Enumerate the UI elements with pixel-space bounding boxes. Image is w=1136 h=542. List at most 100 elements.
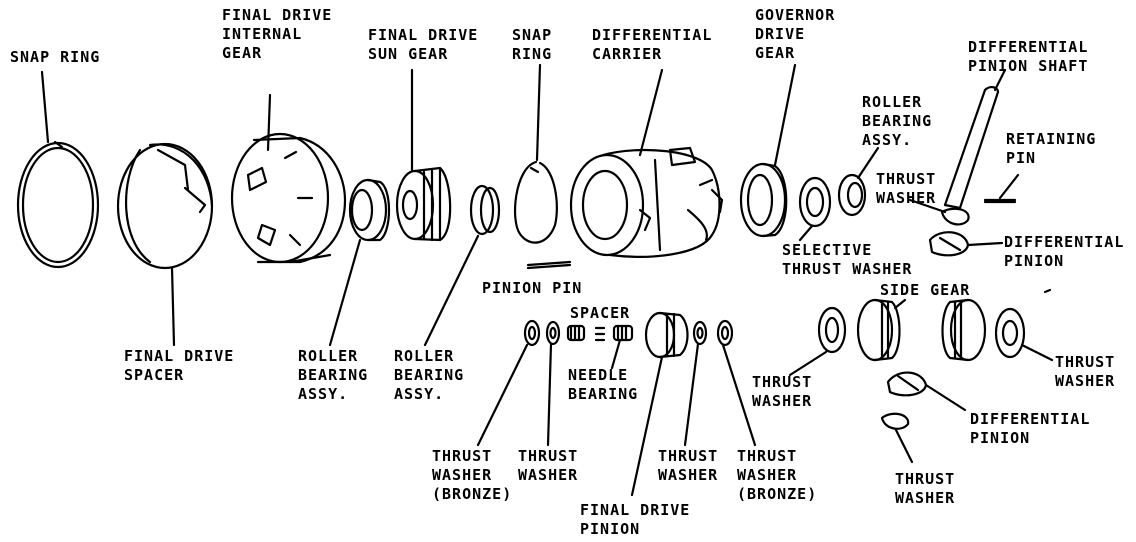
label-pinion-pin: PINION PIN	[482, 279, 582, 298]
thrust-washer-small-right-part	[685, 322, 706, 445]
label-final-drive-spacer-line-2: SPACER	[124, 366, 185, 384]
label-final-drive-sun-gear-line-1: FINAL DRIVE	[368, 26, 479, 44]
label-snap-ring-center-line-1: SNAP	[512, 26, 553, 44]
label-differential-pinion-upper-line-2: PINION	[1004, 252, 1065, 270]
final-drive-spacer-part	[118, 144, 212, 345]
label-roller-bearing-assy-2-line-1: ROLLER	[394, 347, 455, 365]
label-final-drive-internal-gear-line-3: GEAR	[222, 44, 263, 62]
final-drive-pinion-part	[632, 313, 688, 495]
label-roller-bearing-assy-2-line-3: ASSY.	[394, 385, 445, 403]
label-roller-bearing-assy-2-line-2: BEARING	[394, 366, 465, 384]
final-drive-internal-gear-part	[232, 95, 345, 262]
label-spacer: SPACER	[570, 304, 630, 323]
differential-pinion-upper-part	[930, 232, 1002, 255]
thrust-washer-upper-right-part	[910, 200, 969, 224]
label-thrust-washer-bronze-left-line-2: WASHER	[432, 466, 493, 484]
differential-carrier-part	[571, 70, 722, 257]
label-side-gear: SIDE GEAR	[880, 281, 970, 300]
label-retaining-pin-line-1: RETAINING	[1006, 130, 1097, 148]
roller-bearing-left-part	[330, 180, 389, 345]
final-drive-sun-gear-part	[397, 70, 450, 240]
label-final-drive-sun-gear-line-2: SUN GEAR	[368, 45, 449, 63]
selective-thrust-washer-part	[800, 178, 830, 240]
thrust-washer-bronze-left-part	[478, 321, 539, 445]
side-gear-right-part	[943, 300, 986, 360]
label-final-drive-pinion-line-2: PINION	[580, 520, 641, 538]
label-governor-drive-gear-line-1: GOVERNOR	[755, 6, 836, 24]
snap-ring-center-part	[515, 65, 557, 243]
label-differential-carrier-line-2: CARRIER	[592, 45, 663, 63]
label-retaining-pin-line-2: PIN	[1006, 149, 1037, 167]
needle-bearing-right-part	[612, 326, 632, 368]
label-roller-bearing-assy-right-line-3: ASSY.	[862, 131, 913, 149]
snap-ring-left-part	[18, 72, 98, 267]
governor-drive-gear-part	[741, 65, 795, 236]
label-thrust-washer-bronze-right-line-3: (BRONZE)	[737, 485, 818, 503]
label-roller-bearing-assy-1-line-1: ROLLER	[298, 347, 359, 365]
differential-pinion-shaft-part	[945, 70, 1005, 208]
label-thrust-washer-right-edge-line-2: WASHER	[1055, 372, 1116, 390]
label-thrust-washer-bronze-left-line-3: (BRONZE)	[432, 485, 513, 503]
roller-bearing-middle-part	[425, 186, 499, 345]
label-roller-bearing-assy-1-line-3: ASSY.	[298, 385, 349, 403]
needle-bearing-left-part	[568, 326, 584, 340]
label-snap-ring-left: SNAP RING	[10, 48, 100, 67]
label-roller-bearing-assy-right-line-2: BEARING	[862, 112, 933, 130]
label-selective-thrust-washer-line-1: SELECTIVE	[782, 241, 873, 259]
label-thrust-washer-bottom-right-line-1: THRUST	[895, 470, 956, 488]
label-thrust-washer-small-right-line-2: WASHER	[658, 466, 719, 484]
label-thrust-washer-upper-right-line-1: THRUST	[876, 170, 937, 188]
label-thrust-washer-small-left-line-2: WASHER	[518, 466, 579, 484]
label-roller-bearing-assy-1-line-2: BEARING	[298, 366, 369, 384]
label-final-drive-pinion-line-1: FINAL DRIVE	[580, 501, 691, 519]
thrust-washer-small-left-part	[547, 322, 559, 445]
label-thrust-washer-bronze-right-line-1: THRUST	[737, 447, 798, 465]
label-differential-pinion-lower-line-1: DIFFERENTIAL	[970, 410, 1091, 428]
side-gear-left-part	[858, 300, 905, 360]
label-spacer-line-1: SPACER	[570, 304, 631, 322]
label-thrust-washer-bronze-right-line-2: WASHER	[737, 466, 798, 484]
label-final-drive-spacer-line-1: FINAL DRIVE	[124, 347, 235, 365]
pinion-pin-part	[528, 262, 570, 268]
label-needle-bearing-line-2: BEARING	[568, 385, 639, 403]
retaining-pin-part	[985, 175, 1018, 202]
thrust-washer-side-gear-left-part	[790, 308, 845, 375]
differential-pinion-lower-part	[888, 373, 965, 410]
label-final-drive-internal-gear-line-1: FINAL DRIVE	[222, 6, 333, 24]
label-thrust-washer-small-left-line-1: THRUST	[518, 447, 579, 465]
label-differential-pinion-shaft-line-2: PINION SHAFT	[968, 57, 1089, 75]
label-governor-drive-gear-line-2: DRIVE	[755, 25, 806, 43]
thrust-washer-bottom-right-part	[882, 414, 912, 462]
label-roller-bearing-assy-right-line-1: ROLLER	[862, 93, 923, 111]
roller-bearing-right-part	[839, 148, 878, 215]
label-snap-ring-center-line-2: RING	[512, 45, 553, 63]
thrust-washer-bronze-right-part	[718, 321, 755, 445]
stray-mark	[1045, 290, 1050, 292]
label-thrust-washer-bottom-right-line-2: WASHER	[895, 489, 956, 507]
label-final-drive-internal-gear-line-2: INTERNAL	[222, 25, 303, 43]
label-differential-pinion-lower-line-2: PINION	[970, 429, 1031, 447]
label-side-gear-line-1: SIDE GEAR	[880, 281, 971, 299]
thrust-washer-right-edge-part	[996, 309, 1052, 360]
